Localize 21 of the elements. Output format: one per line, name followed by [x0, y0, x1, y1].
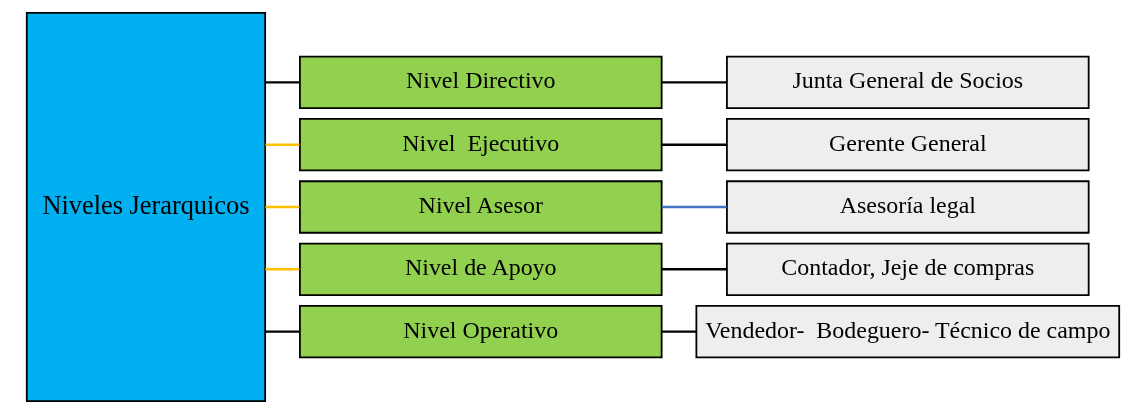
node-box: Nivel de Apoyo: [298, 242, 663, 296]
node-box: Nivel Directivo: [298, 55, 663, 110]
connector: [264, 205, 299, 209]
node-box: Niveles Jerarquicos: [25, 12, 266, 402]
node-box: Gerente General: [725, 118, 1090, 172]
node-box: Junta General de Socios: [725, 55, 1090, 110]
connector: [661, 330, 696, 333]
node-box: Contador, Jeje de compras: [725, 242, 1090, 296]
node-box: Vendedor- Bodeguero- Técnico de campo: [695, 304, 1120, 359]
node-box: Nivel Operativo: [298, 304, 663, 359]
connector: [264, 268, 299, 271]
node-box: Nivel Ejecutivo: [298, 118, 663, 172]
connector: [661, 268, 727, 271]
connector: [264, 81, 299, 84]
node-box: Nivel Asesor: [298, 180, 663, 234]
connector: [661, 205, 727, 209]
node-box: Asesoría legal: [725, 180, 1090, 234]
connector: [264, 330, 299, 333]
connector: [661, 81, 727, 84]
connector: [661, 143, 727, 146]
connector: [264, 143, 299, 146]
